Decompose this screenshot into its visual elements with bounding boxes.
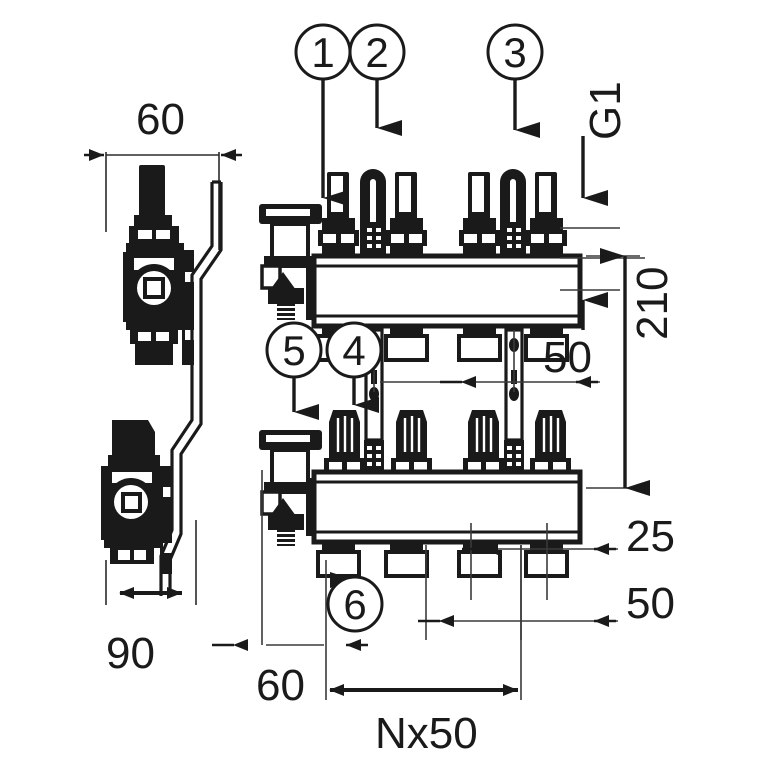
lower-valve-cap-1 — [324, 410, 365, 474]
front-view-upper-manifold — [259, 169, 583, 362]
dimension-210 — [586, 248, 650, 496]
balloon-1-label: 1 — [311, 29, 334, 76]
balloon-4[interactable]: 4 — [325, 321, 383, 379]
balloon-5[interactable]: 5 — [265, 321, 323, 379]
lower-valve-cap-2 — [391, 410, 432, 474]
lower-manifold-bar — [306, 469, 583, 545]
balloon-2[interactable]: 2 — [348, 23, 406, 81]
dimension-labels: 60 90 G1 210 50 25 50 60 Nx50 — [106, 81, 677, 758]
upper-end-fitting — [259, 204, 322, 320]
dimension-label-50-middle: 50 — [543, 333, 592, 382]
side-view-lower-valve — [101, 420, 173, 574]
dimension-label-60-bottom: 60 — [256, 661, 305, 710]
balloon-5-label: 5 — [282, 327, 305, 374]
lower-valve-cap-4 — [530, 410, 571, 474]
balloon-markers: 1 2 3 5 4 6 — [265, 23, 544, 633]
dimension-label-g1: G1 — [581, 81, 630, 140]
dimension-label-25: 25 — [626, 512, 675, 561]
balloon-2-label: 2 — [365, 29, 388, 76]
balloon-6-label: 6 — [343, 581, 366, 628]
dimension-label-210: 210 — [628, 267, 677, 340]
lower-manifold-tails — [316, 542, 569, 578]
balloon-6[interactable]: 6 — [326, 575, 384, 633]
dimension-60-bottom — [212, 470, 368, 700]
lower-end-fitting — [259, 430, 322, 546]
side-view-upper-valve — [123, 165, 195, 365]
side-elevation-view — [84, 149, 242, 605]
dimension-label-60-side: 60 — [136, 95, 185, 144]
dimension-label-50-bottom: 50 — [626, 579, 675, 628]
side-view-extension-lines — [105, 152, 220, 605]
upper-manifold-bar — [306, 253, 583, 329]
lower-valve-cap-3 — [463, 410, 504, 474]
upper-outlet-group-3 — [459, 172, 500, 255]
balloon-3[interactable]: 3 — [486, 23, 544, 81]
upper-outlet-group-2 — [386, 172, 427, 255]
dimension-label-90-side: 90 — [106, 629, 155, 678]
balloon-4-label: 4 — [342, 327, 365, 374]
dimension-label-nx50: Nx50 — [375, 709, 478, 758]
dimension-25 — [462, 523, 618, 600]
dimension-50-middle — [373, 330, 600, 392]
dimension-50-bottom — [418, 545, 618, 640]
side-view-connecting-pipe — [159, 180, 223, 596]
upper-outlet-group-4 — [526, 172, 567, 255]
balloon-1[interactable]: 1 — [294, 23, 352, 81]
balloon-3-label: 3 — [503, 29, 526, 76]
dimension-nx50 — [329, 545, 522, 700]
